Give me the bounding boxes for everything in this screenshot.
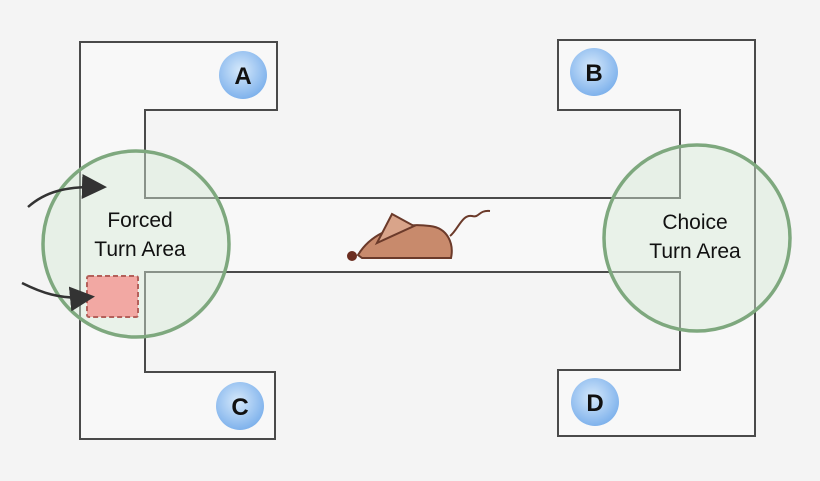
arm-badge-d: D	[571, 378, 619, 426]
arm-label-d: D	[586, 390, 603, 417]
arrow-bottom-icon	[21, 281, 95, 312]
arm-badge-a: A	[219, 51, 267, 99]
arm-badge-c: C	[216, 382, 264, 430]
arm-badge-b: B	[570, 48, 618, 96]
arm-label-c: C	[231, 394, 248, 421]
mouse-icon	[347, 209, 491, 261]
forced-turn-area-label-line1: Forced	[107, 209, 172, 232]
choice-turn-area-label-line1: Choice	[662, 211, 727, 234]
forced-turn-area-label-line2: Turn Area	[94, 238, 186, 261]
arm-label-a: A	[234, 63, 251, 90]
arrow-top-icon	[27, 173, 107, 208]
arm-label-b: B	[585, 60, 602, 87]
choice-turn-area-label-line2: Turn Area	[649, 240, 741, 263]
choice-turn-area-circle	[602, 143, 792, 333]
blocking-door	[86, 275, 139, 318]
